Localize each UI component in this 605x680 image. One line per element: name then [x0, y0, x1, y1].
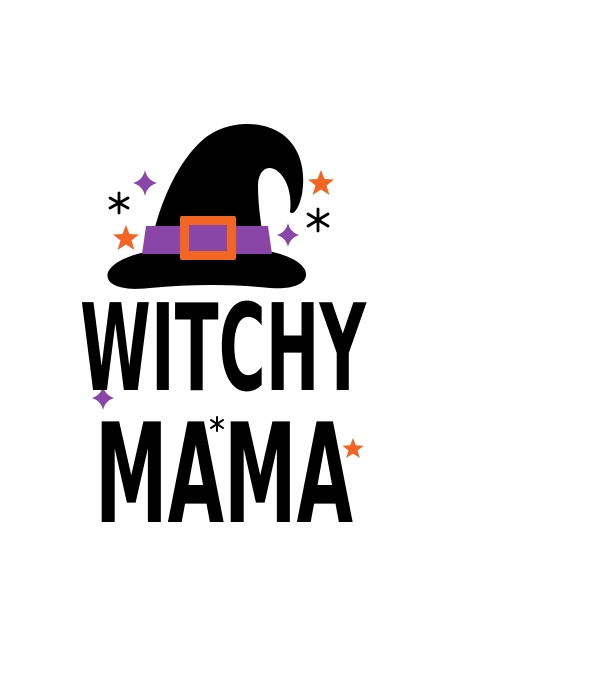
- asterisk-icon: [306, 207, 330, 233]
- decorations: [92, 170, 364, 458]
- asterisk-icon: [108, 191, 130, 215]
- star-icon: [113, 225, 139, 250]
- sparkle-icon: [133, 170, 157, 196]
- star-icon: [308, 170, 334, 195]
- line-mama: MAMA: [95, 394, 353, 555]
- hat-brim: [107, 246, 307, 289]
- witch-hat-icon: [107, 123, 307, 289]
- buckle-icon: [180, 216, 236, 260]
- star-icon: [342, 438, 364, 458]
- asterisk-icon: [210, 416, 224, 432]
- line-witchy: WITCHY: [80, 280, 367, 419]
- sparkle-icon: [92, 386, 114, 410]
- sparkle-icon: [277, 223, 299, 247]
